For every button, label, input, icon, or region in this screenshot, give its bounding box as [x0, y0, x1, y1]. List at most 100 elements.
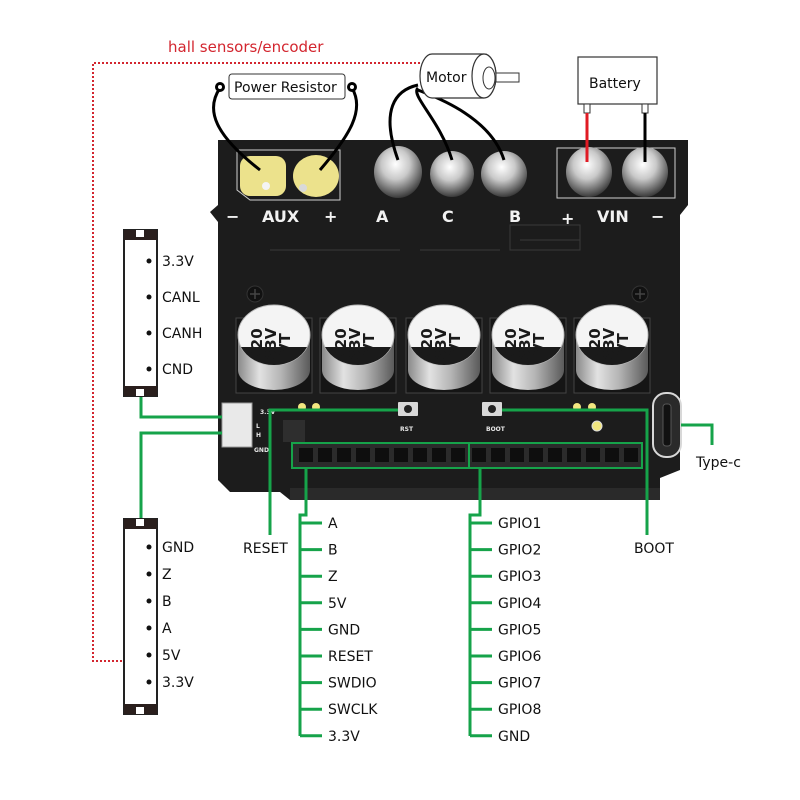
terminal-labels: − AUX + A C B + VIN − [226, 207, 664, 228]
svg-text:L: L [256, 423, 260, 430]
svg-text:VIN: VIN [597, 207, 629, 226]
pin-dot [146, 294, 152, 300]
capacitor-marking: 63V [262, 327, 280, 360]
capacitor-marking: 220 [248, 328, 266, 359]
header-pin-socket [318, 448, 332, 462]
pin-dot [146, 625, 152, 631]
header-pin-label: GPIO6 [498, 649, 541, 665]
header-pin-label: A [328, 516, 338, 532]
capacitor-marking: 220 [502, 328, 520, 359]
svg-text:A: A [376, 207, 389, 226]
header-pin-socket [586, 448, 600, 462]
battery: Battery [577, 56, 658, 162]
usb-c-port [652, 392, 682, 458]
pin-dot [146, 652, 152, 658]
typec-callout-label: Type-c [695, 455, 741, 471]
header-pin-label: 3.3V [328, 729, 360, 745]
header-pin-socket [548, 448, 562, 462]
capacitor-marking: VT [614, 332, 632, 355]
header-pin-label: RESET [328, 649, 373, 665]
hall-sensor-wire [92, 62, 420, 662]
capacitor-marking: 220 [418, 328, 436, 359]
header-pin-socket [375, 448, 389, 462]
header-pin-label: 5V [328, 596, 347, 612]
header-pin-socket [394, 448, 408, 462]
header-pin-socket [356, 448, 370, 462]
boot-callout-label: BOOT [634, 541, 674, 557]
connector-pin-label: B [162, 594, 172, 610]
connector-pin-label: Z [162, 567, 172, 583]
capacitor-marking: VT [360, 332, 378, 355]
svg-text:+: + [561, 209, 574, 228]
svg-text:BOOT: BOOT [486, 426, 506, 433]
power-resistor: Power Resistor [212, 73, 359, 172]
connector-pin-label: 3.3V [162, 254, 194, 270]
svg-text:H: H [256, 432, 261, 439]
header-right-pin-list: GPIO1GPIO2GPIO3GPIO4GPIO5GPIO6GPIO7GPIO8… [498, 516, 541, 745]
header-pin-socket [491, 448, 505, 462]
pin-dot [146, 330, 152, 336]
battery-label: Battery [589, 76, 641, 92]
ic-chip [283, 420, 305, 442]
pin-dot [146, 679, 152, 685]
header-pin-label: GND [498, 729, 530, 745]
svg-text:GND: GND [254, 447, 269, 454]
header-pin-socket [451, 448, 465, 462]
header-pin-label: Z [328, 569, 338, 585]
capacitor-marking: 63V [346, 327, 364, 360]
header-pin-label: SWCLK [328, 702, 378, 718]
header-pin-label: GPIO1 [498, 516, 541, 532]
motor-label: Motor [426, 70, 467, 86]
svg-text:−: − [651, 207, 664, 226]
header-pin-socket [299, 448, 313, 462]
capacitor-marking: 220 [586, 328, 604, 359]
header-pin-label: GPIO7 [498, 676, 541, 692]
boot-button[interactable]: BOOT [482, 402, 506, 433]
connector-pin-label: 3.3V [162, 675, 194, 691]
header-pin-socket [605, 448, 619, 462]
capacitor-marking: VT [446, 332, 464, 355]
header-pin-label: GPIO5 [498, 622, 541, 638]
connector-pin-label: A [162, 621, 172, 637]
aux-pads [240, 155, 339, 197]
header-pin-socket [510, 448, 524, 462]
can-board-connector: 3.3V L H GND [221, 402, 276, 454]
svg-text:B: B [509, 207, 521, 226]
pin-dot [146, 544, 152, 550]
reset-callout-label: RESET [243, 541, 288, 557]
header-pin-label: GPIO8 [498, 702, 541, 718]
header-pin-label: GPIO2 [498, 543, 541, 559]
capacitor-marking: VT [276, 332, 294, 355]
header-pin-socket [529, 448, 543, 462]
rst-button[interactable]: RST [398, 402, 418, 433]
motor-phase-terminals [374, 146, 527, 198]
can-connector: 3.3V CANL CANH CND [123, 229, 202, 397]
pin-dot [146, 598, 152, 604]
svg-text:C: C [442, 207, 454, 226]
pin-dot [146, 571, 152, 577]
svg-text:RST: RST [400, 426, 414, 433]
power-resistor-label: Power Resistor [234, 80, 337, 96]
connector-pin-label: CANH [162, 326, 202, 342]
header-pin-socket [624, 448, 638, 462]
header-pin-label: B [328, 543, 338, 559]
svg-text:3.3V: 3.3V [260, 409, 276, 416]
connector-pin-label: CANL [162, 290, 200, 306]
capacitor-marking: 63V [432, 327, 450, 360]
header-pin-socket [432, 448, 446, 462]
battery-terminals [566, 147, 668, 197]
callout-wires [139, 395, 714, 736]
connector-pin-label: 5V [162, 648, 181, 664]
pin-dot [146, 366, 152, 372]
header-pin-socket [472, 448, 486, 462]
capacitor-marking: 220 [332, 328, 350, 359]
header-pin-label: GPIO4 [498, 596, 541, 612]
connector-pin-label: CND [162, 362, 193, 378]
pin-dot [146, 258, 152, 264]
